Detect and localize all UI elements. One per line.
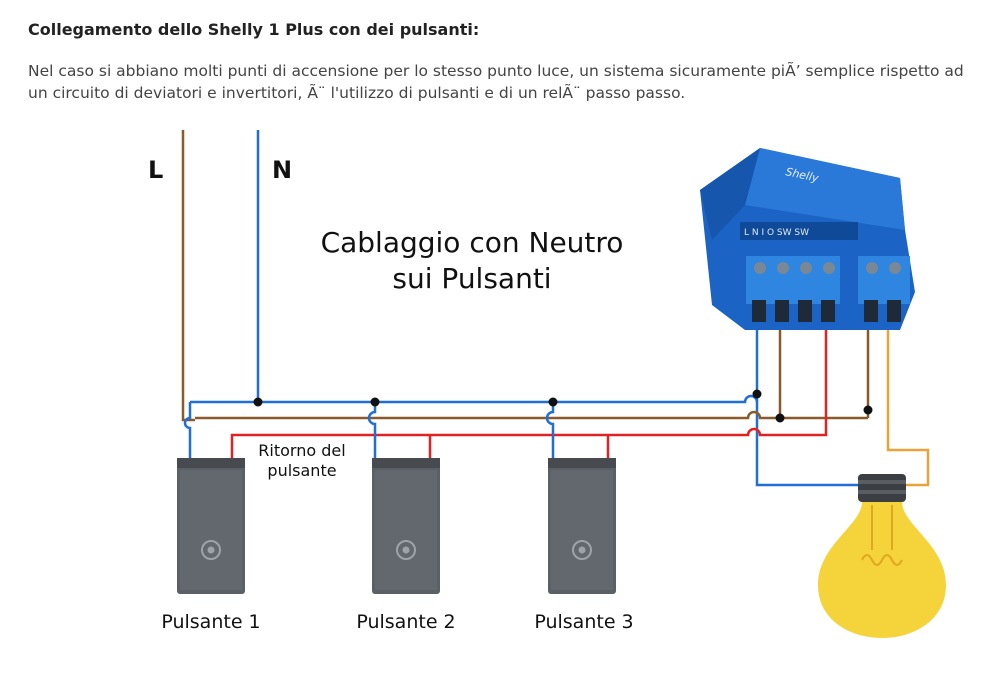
pushbutton-2-label: Pulsante 2 xyxy=(356,611,455,633)
pushbutton-3 xyxy=(548,458,616,594)
pushbutton-3-label: Pulsante 3 xyxy=(534,611,633,633)
phase-wire xyxy=(181,130,195,422)
button1-neutral-drop xyxy=(183,402,192,458)
junction-dot xyxy=(370,397,380,407)
article-intro: Nel caso si abbiano molti punti di accen… xyxy=(28,62,964,102)
relay-terminal-labels: L N I O SW SW xyxy=(744,228,809,238)
diagram-title-line1: Cablaggio con Neutro xyxy=(321,226,624,259)
return-bus xyxy=(230,320,828,458)
shelly-relay-module: Shelly L N I O SW SW xyxy=(700,148,915,330)
button-indicator-icon xyxy=(396,540,416,560)
neutral-label: N xyxy=(272,156,292,184)
button-indicator-icon xyxy=(201,540,221,560)
return-label-line1: Ritorno del xyxy=(258,441,345,460)
button3-neutral-drop xyxy=(545,402,555,458)
light-bulb-icon xyxy=(818,474,946,638)
junction-dot xyxy=(863,405,873,415)
junction-dot xyxy=(752,389,762,399)
relay-load-wire xyxy=(886,320,930,487)
phase-bus xyxy=(195,410,868,420)
junction-dot xyxy=(548,397,558,407)
pushbutton-1-label: Pulsante 1 xyxy=(161,611,260,633)
phase-label: L xyxy=(148,156,163,184)
junction-dot xyxy=(253,397,263,407)
diagram-title-line2: sui Pulsanti xyxy=(392,262,551,295)
button2-neutral-drop xyxy=(367,402,377,458)
article-heading: Collegamento dello Shelly 1 Plus con dei… xyxy=(28,20,480,39)
pushbutton-1 xyxy=(177,458,245,594)
junction-dot xyxy=(775,413,785,423)
button-indicator-icon xyxy=(572,540,592,560)
pushbutton-2 xyxy=(372,458,440,594)
return-label-line2: pulsante xyxy=(267,461,336,480)
